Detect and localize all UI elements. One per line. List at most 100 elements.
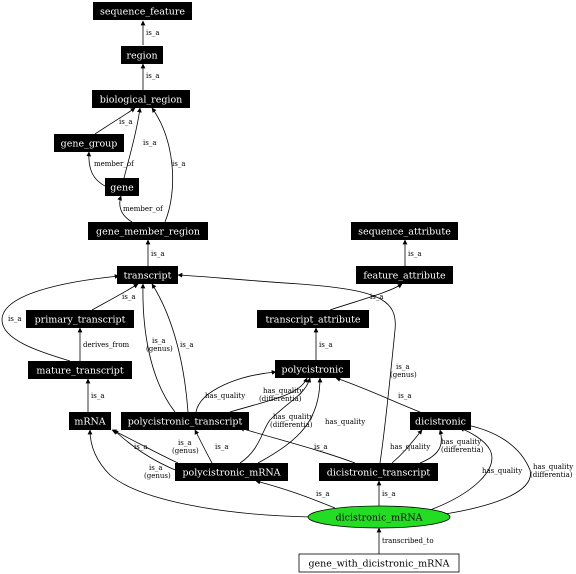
label-pct-tr-1: is_a xyxy=(152,337,166,345)
node-primary-transcript[interactable]: primary_transcript xyxy=(26,310,134,328)
node-label: gene_group xyxy=(61,139,118,150)
nodes: sequence_feature region biological_regio… xyxy=(26,2,471,573)
node-polycistronic-transcript[interactable]: polycistronic_transcript xyxy=(121,412,249,430)
label-dt-tr-1: is_a xyxy=(396,363,410,371)
edge-gene-biological-region xyxy=(123,107,142,179)
edge-gene-member-region-biological-region xyxy=(151,107,174,223)
label-region-sf: is_a xyxy=(146,29,160,37)
node-gene-member-region[interactable]: gene_member_region xyxy=(88,222,208,240)
node-dicistronic-transcript[interactable]: dicistronic_transcript xyxy=(319,463,438,481)
node-transcript-attribute[interactable]: transcript_attribute xyxy=(257,310,369,328)
label-dt-dic-d2: (differentia) xyxy=(441,446,484,454)
label-gmr-gene: member_of xyxy=(123,205,164,213)
label-poly-ta: is_a xyxy=(319,341,333,349)
edge-dicistronic-mrna-mrna-genus xyxy=(87,429,311,518)
node-biological-region[interactable]: biological_region xyxy=(92,90,190,108)
node-sequence-attribute[interactable]: sequence_attribute xyxy=(351,222,458,240)
edge-dicistronic-polycistronic xyxy=(335,377,421,413)
node-sequence-feature[interactable]: sequence_feature xyxy=(93,2,192,20)
label-dm-dic-d1: has_quality xyxy=(533,463,573,471)
label-pct-tr-2: (genus) xyxy=(146,345,173,353)
node-feature-attribute[interactable]: feature_attribute xyxy=(356,266,453,284)
node-region[interactable]: region xyxy=(121,46,163,64)
node-dicistronic[interactable]: dicistronic xyxy=(410,412,471,430)
edge-transcript-attribute-feature-attribute xyxy=(329,283,403,311)
label-mt-tr: is_a xyxy=(8,315,22,323)
edge-mature-transcript-transcript xyxy=(1,274,120,362)
node-label: mRNA xyxy=(74,417,105,428)
edge-polycistronic-transcript-polycistronic-differentia xyxy=(229,377,308,413)
label-dt-dic: has_quality xyxy=(390,443,430,451)
label-pcm-poly-d1: has_quality xyxy=(273,413,313,421)
label-gene-bio: is_a xyxy=(143,139,157,147)
label-gg-bio: is_a xyxy=(119,118,133,126)
label-dt-dic-d1: has_quality xyxy=(441,438,481,446)
label-gmr-bio: is_a xyxy=(172,160,186,168)
label-dm-mrna-1: is_a xyxy=(149,464,163,472)
node-label: mature_transcript xyxy=(36,366,124,377)
node-polycistronic[interactable]: polycistronic xyxy=(275,360,350,378)
label-bio-region: is_a xyxy=(146,72,160,80)
edge-dicistronic-mrna-dicistronic-quality xyxy=(429,427,493,511)
node-label: sequence_feature xyxy=(100,7,185,18)
label-dm-mrna-2: (genus) xyxy=(144,472,171,480)
edge-labels: is_a is_a is_a is_a member_of is_a membe… xyxy=(8,29,573,545)
label-dm-dic: has_quality xyxy=(482,467,522,475)
label-dm-dt: is_a xyxy=(382,490,396,498)
label-dm-pcm: is_a xyxy=(316,490,330,498)
node-mature-transcript[interactable]: mature_transcript xyxy=(28,361,132,379)
edge-dicistronic-transcript-dicistronic-differentia xyxy=(419,429,444,464)
node-polycistronic-mrna[interactable]: polycistronic_mRNA xyxy=(175,463,288,481)
label-pcm-mrna-b: is_a xyxy=(134,443,148,451)
edge-polycistronic-transcript-transcript xyxy=(151,283,189,413)
node-label: region xyxy=(126,51,157,62)
node-gene[interactable]: gene xyxy=(105,178,139,196)
node-transcript[interactable]: transcript xyxy=(117,266,178,284)
label-pcm-mrna-1: is_a xyxy=(178,439,192,447)
node-mrna[interactable]: mRNA xyxy=(69,412,111,430)
node-label: transcript_attribute xyxy=(265,315,360,326)
label-tr-gmr: is_a xyxy=(151,250,165,258)
label-mrna-mt: is_a xyxy=(91,392,105,400)
edge-dicistronic-mrna-dicistronic-differentia xyxy=(444,422,531,515)
label-mt-pt: derives_from xyxy=(83,341,130,349)
label-pct-tr-b: is_a xyxy=(180,341,194,349)
label-dt-pct: is_a xyxy=(314,443,328,451)
edge-gene-gene-group xyxy=(86,151,108,188)
label-pt-tr: is_a xyxy=(122,293,136,301)
node-label: dicistronic_transcript xyxy=(327,468,431,479)
node-label: primary_transcript xyxy=(35,315,126,326)
node-label: polycistronic_mRNA xyxy=(182,468,280,479)
label-pcm-mrna-2: (genus) xyxy=(172,447,199,455)
edge-polycistronic-mrna-polycistronic-transcript xyxy=(194,429,213,464)
node-label: feature_attribute xyxy=(363,271,446,282)
edge-polycistronic-mrna-polycistronic-differentia xyxy=(239,377,312,464)
edge-dicistronic-transcript-dicistronic-quality xyxy=(391,429,423,464)
node-label: sequence_attribute xyxy=(358,227,451,238)
edge-gene-group-biological-region xyxy=(94,107,136,135)
label-pcm-pct: is_a xyxy=(215,443,229,451)
edge-polycistronic-transcript-polycistronic-quality xyxy=(195,369,277,413)
edge-dicistronic-mrna-polycistronic-mrna xyxy=(255,479,336,509)
label-dm-dic-d2: (differentia) xyxy=(530,471,573,479)
edge-polycistronic-transcript-transcript-genus xyxy=(140,283,176,413)
node-label: dicistronic xyxy=(415,417,466,428)
node-label: gene xyxy=(110,183,134,194)
edges xyxy=(1,20,531,554)
label-pcm-poly-d2: (differentia) xyxy=(270,421,313,429)
node-dicistronic-mrna[interactable]: dicistronic_mRNA xyxy=(307,505,451,529)
node-label: polycistronic_transcript xyxy=(128,417,243,428)
edge-gene-member-region-gene xyxy=(117,195,133,223)
node-gene-group[interactable]: gene_group xyxy=(54,134,124,152)
node-label: biological_region xyxy=(100,95,183,106)
label-ta-fa: is_a xyxy=(370,293,384,301)
edge-dicistronic-transcript-polycistronic-transcript xyxy=(239,426,356,464)
edge-polycistronic-mrna-polycistronic-quality xyxy=(257,377,323,464)
edge-dicistronic-transcript-transcript-genus xyxy=(177,272,396,464)
node-label: transcript xyxy=(124,271,172,282)
label-gwd-dm: transcribed_to xyxy=(382,537,434,545)
node-gene-with-dicistronic-mrna[interactable]: gene_with_dicistronic_mRNA xyxy=(298,553,460,573)
label-gene-gg: member_of xyxy=(94,160,135,168)
label-pct-poly: has_quality xyxy=(205,392,245,400)
label-pct-poly-d2: (differentia) xyxy=(259,395,302,403)
